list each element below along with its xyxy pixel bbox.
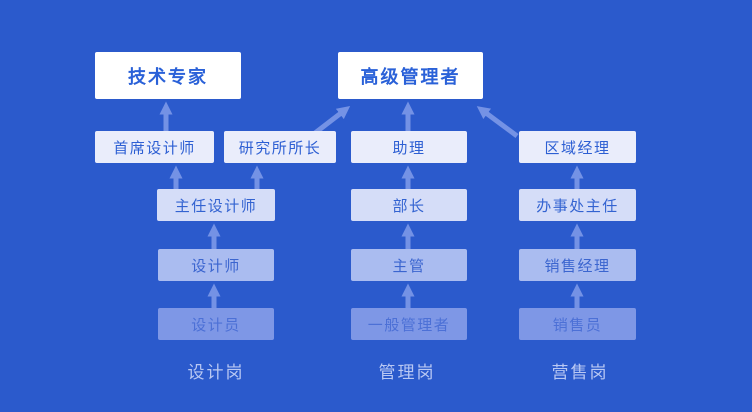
node-chief-designer: 首席设计师 — [95, 131, 214, 163]
node-sales-manager: 销售经理 — [519, 249, 636, 281]
node-design-staff: 设计员 — [158, 308, 274, 340]
node-director-designer: 主任设计师 — [157, 189, 275, 221]
column-label-0: 设计岗 — [187, 363, 245, 383]
node-regional-manager: 区域经理 — [519, 131, 636, 163]
node-assistant: 助理 — [351, 131, 467, 163]
node-salesperson: 销售员 — [519, 308, 636, 340]
node-institute-director: 研究所所长 — [224, 131, 336, 163]
node-general-manager: 一般管理者 — [351, 308, 467, 340]
node-supervisor: 主管 — [351, 249, 467, 281]
column-label-2: 营售岗 — [551, 363, 609, 383]
column-label-1: 管理岗 — [378, 363, 436, 383]
arrow-regional-manager-to-senior-manager — [476, 106, 519, 139]
node-senior-manager: 高级管理者 — [338, 52, 483, 99]
node-office-director: 办事处主任 — [519, 189, 636, 221]
node-technical-expert: 技术专家 — [95, 52, 241, 99]
node-department-head: 部长 — [351, 189, 467, 221]
node-designer: 设计师 — [158, 249, 274, 281]
